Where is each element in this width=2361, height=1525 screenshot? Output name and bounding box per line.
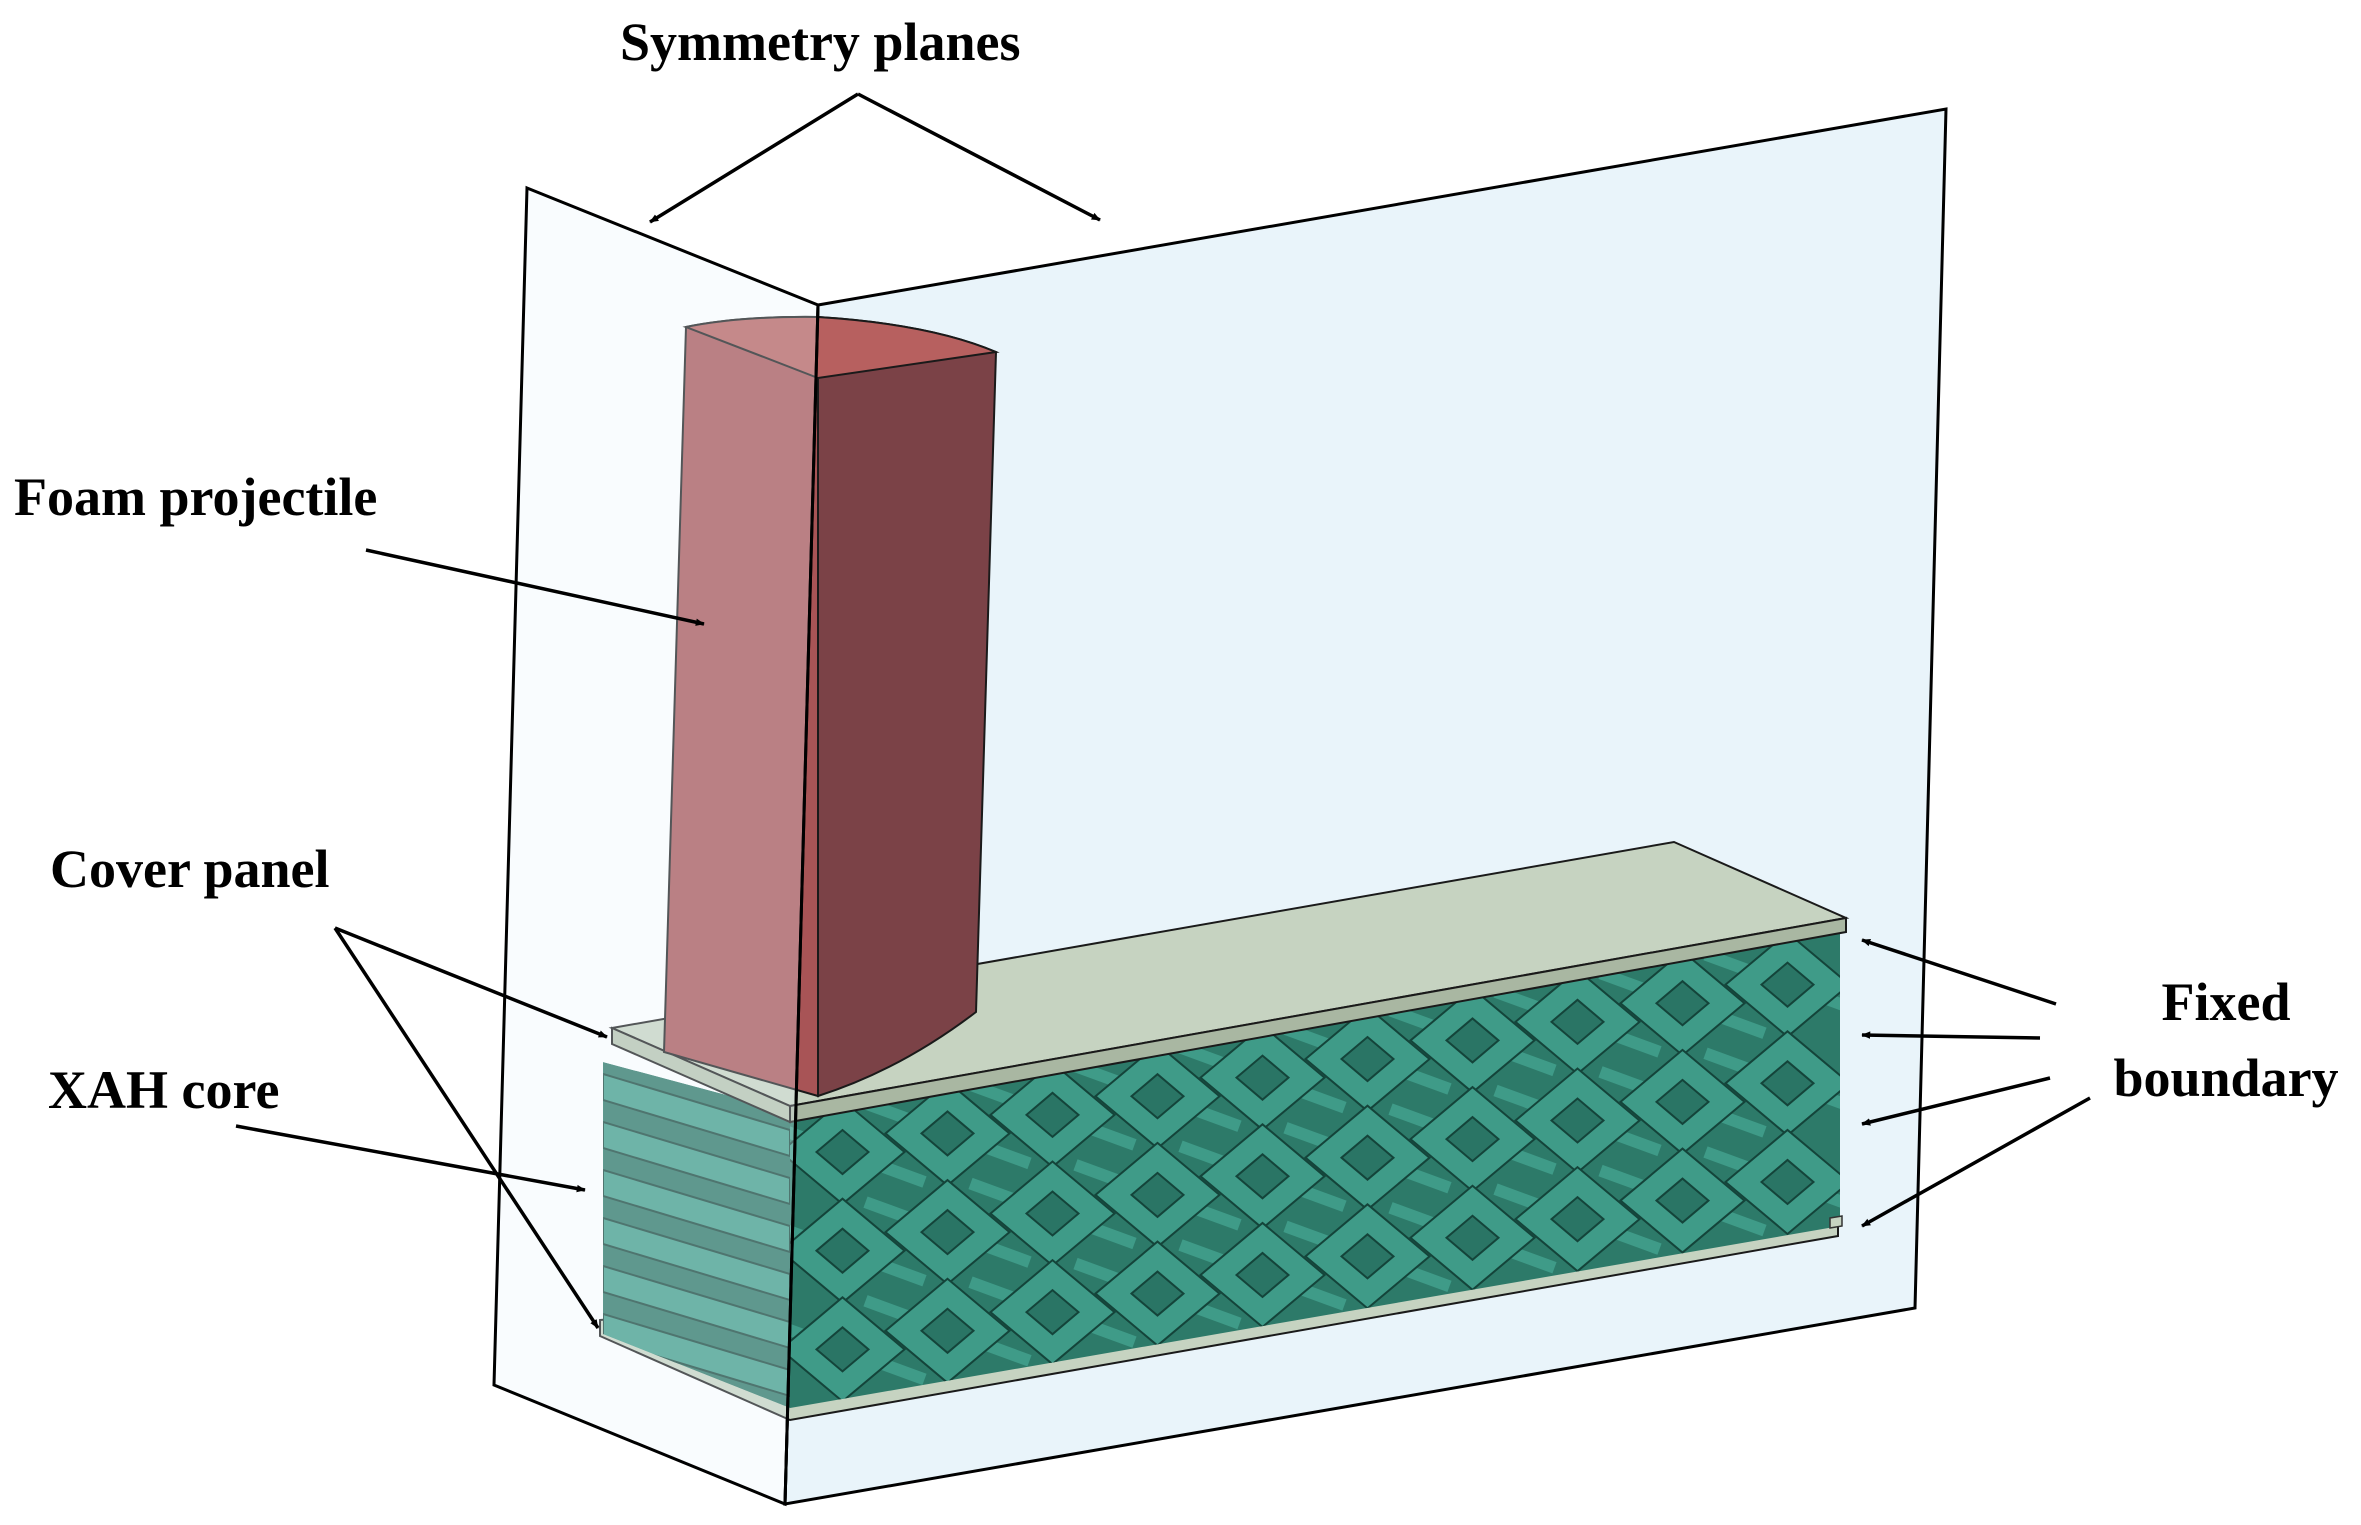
- core-cell: [968, 1258, 1137, 1366]
- core-cell: [1388, 1184, 1557, 1292]
- core-cell: [790, 1197, 927, 1305]
- core-cell: [1493, 968, 1662, 1076]
- core-cell: [968, 1160, 1137, 1267]
- arrow-fixed-2: [1861, 1031, 2041, 1040]
- core-cell: [1178, 1024, 1347, 1131]
- xah-core: [603, 926, 1840, 1408]
- core-rib: [603, 1312, 790, 1398]
- core-cell: [790, 1098, 927, 1206]
- core-cell: [1178, 1221, 1347, 1329]
- core-rib: [603, 1168, 790, 1254]
- core-cell: [1703, 931, 1840, 1038]
- label-symmetry-planes: Symmetry planes: [620, 12, 1020, 72]
- label-cover-panel: Cover panel: [50, 839, 330, 899]
- core-rib: [603, 1072, 790, 1158]
- arrow-foam-projectile: [365, 548, 705, 626]
- core-cell: [1178, 1122, 1347, 1230]
- core-cell: [1493, 1067, 1662, 1174]
- core-cell: [968, 1061, 1137, 1169]
- arrow-fixed-3: [1861, 1076, 2051, 1126]
- symmetry-plane-front: [492, 185, 820, 1507]
- core-cell: [1703, 1029, 1840, 1137]
- label-xah-core: XAH core: [48, 1060, 279, 1120]
- arrow-symmetry-right: [857, 92, 1101, 222]
- core-cell: [1598, 949, 1767, 1057]
- core-cell: [1388, 987, 1557, 1094]
- arrow-fixed-4: [1861, 1096, 2091, 1228]
- core-cell: [1493, 1165, 1662, 1273]
- arrow-fixed-1: [1861, 938, 2057, 1006]
- arrow-cover-panel-top: [334, 926, 608, 1039]
- core-cell: [863, 1277, 1032, 1385]
- core-cell: [1703, 1128, 1840, 1236]
- core-rib: [603, 1264, 790, 1350]
- core-rib: [603, 1120, 790, 1206]
- core-cell: [1073, 1141, 1242, 1249]
- core-rib: [603, 1216, 790, 1302]
- core-cell: [1598, 1048, 1767, 1156]
- core-cell: [1388, 1085, 1557, 1193]
- label-fixed: Fixed: [2162, 972, 2291, 1032]
- core-cell: [1598, 1147, 1767, 1254]
- core-cell: [1283, 1203, 1452, 1310]
- arrow-xah-core: [235, 1124, 586, 1193]
- annotation-arrows: [235, 92, 2091, 1329]
- core-mid-sheet: [1829, 1215, 1843, 1229]
- core-cell: [1283, 1104, 1452, 1212]
- arrow-symmetry-left: [649, 92, 859, 224]
- foam-projectile: [662, 315, 1000, 1098]
- core-cell: [1073, 1042, 1242, 1150]
- core-cell: [790, 1296, 927, 1403]
- label-foam-projectile: Foam projectile: [14, 467, 377, 527]
- core-cell: [1073, 1240, 1242, 1347]
- core-cell: [863, 1080, 1032, 1187]
- core-cell: [863, 1178, 1032, 1286]
- label-boundary: boundary: [2113, 1048, 2338, 1108]
- arrow-cover-panel-bottom: [333, 927, 600, 1329]
- core-cell: [1283, 1005, 1452, 1113]
